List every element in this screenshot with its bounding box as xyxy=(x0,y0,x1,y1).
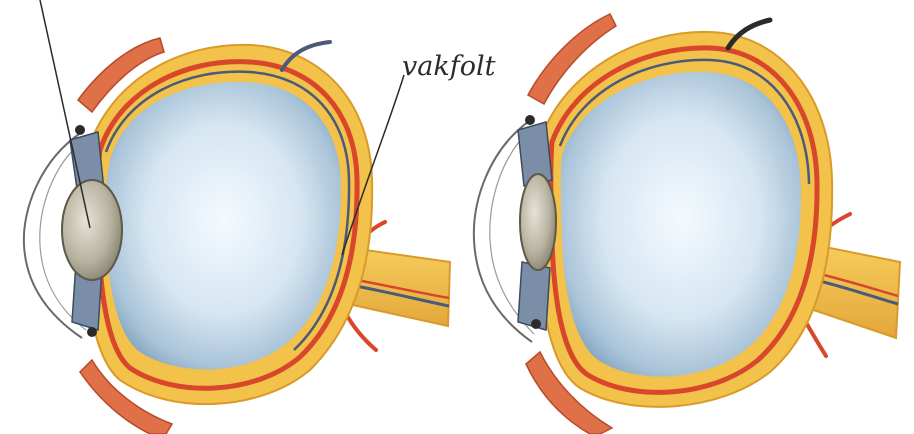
blind-spot-label: vakfolt xyxy=(402,51,496,82)
left-ciliary-dot-bottom xyxy=(87,327,97,337)
left-ciliary-dot-top xyxy=(75,125,85,135)
right-ciliary-dot-bottom xyxy=(531,319,541,329)
right-lens xyxy=(520,174,556,270)
left-lens xyxy=(62,180,122,280)
right-ciliary-dot-top xyxy=(525,115,535,125)
right-eye xyxy=(474,14,900,434)
left-nerve-artery-bottom xyxy=(345,312,376,350)
left-eye xyxy=(24,0,450,434)
